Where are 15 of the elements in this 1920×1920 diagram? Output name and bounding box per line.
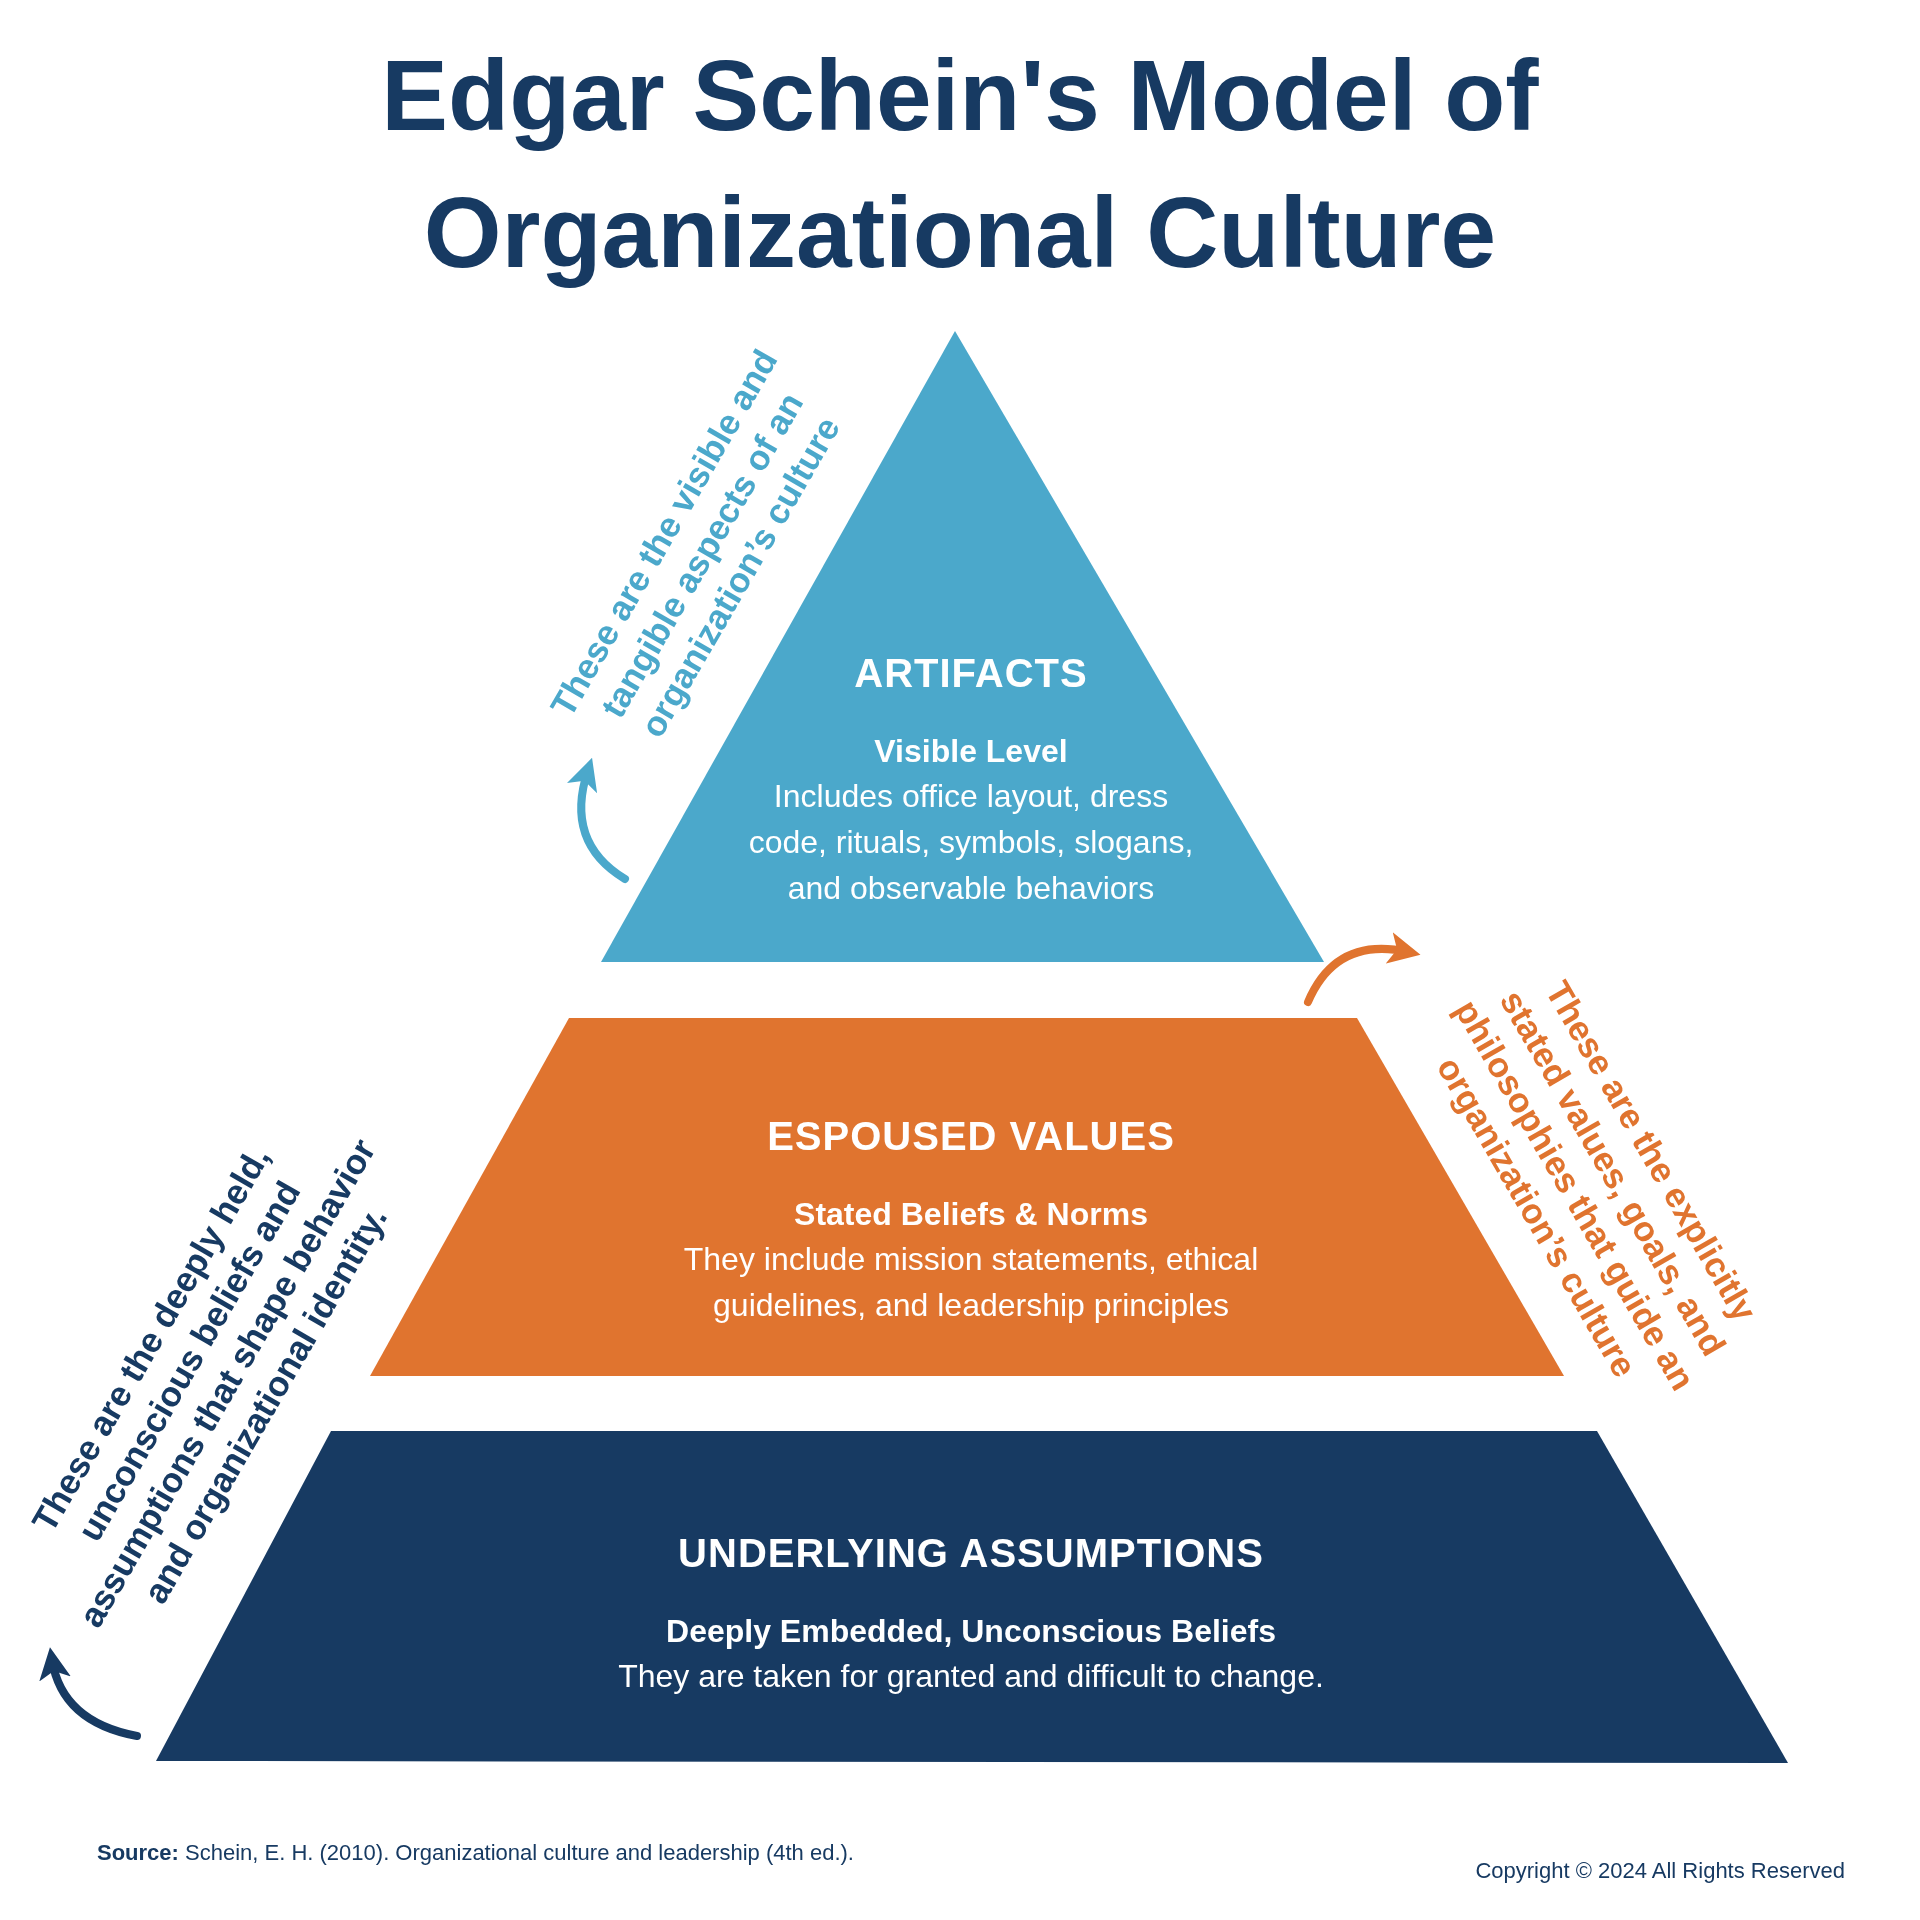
tier-description: They are taken for granted and difficult to change.	[618, 1657, 1324, 1696]
curved-arrow	[567, 757, 629, 883]
tier-subheading: Stated Beliefs & Norms	[794, 1195, 1148, 1234]
tier-subheading: Visible Level	[874, 732, 1068, 771]
title: Edgar Schein's Model of Organizational Culture	[380, 38, 1540, 290]
tier-subheading: Deeply Embedded, Unconscious Beliefs	[666, 1612, 1276, 1651]
tier-description: They include mission statements, ethical guidelines, and leadership principles	[682, 1240, 1260, 1325]
curved-arrow	[40, 1647, 141, 1740]
tier-heading: UNDERLYING ASSUMPTIONS	[678, 1530, 1264, 1577]
tier-description: Includes office layout, dress code, rituals, symbols, slogans, and observable behaviors	[747, 777, 1195, 908]
source-citation: Source: Schein, E. H. (2010). Organizational culture and leadership (4th ed.).	[97, 1840, 854, 1866]
curved-arrow	[1304, 932, 1421, 1006]
copyright-notice: Copyright © 2024 All Rights Reserved	[1475, 1858, 1845, 1884]
tier-heading: ARTIFACTS	[854, 650, 1088, 697]
tier-heading: ESPOUSED VALUES	[767, 1113, 1175, 1160]
